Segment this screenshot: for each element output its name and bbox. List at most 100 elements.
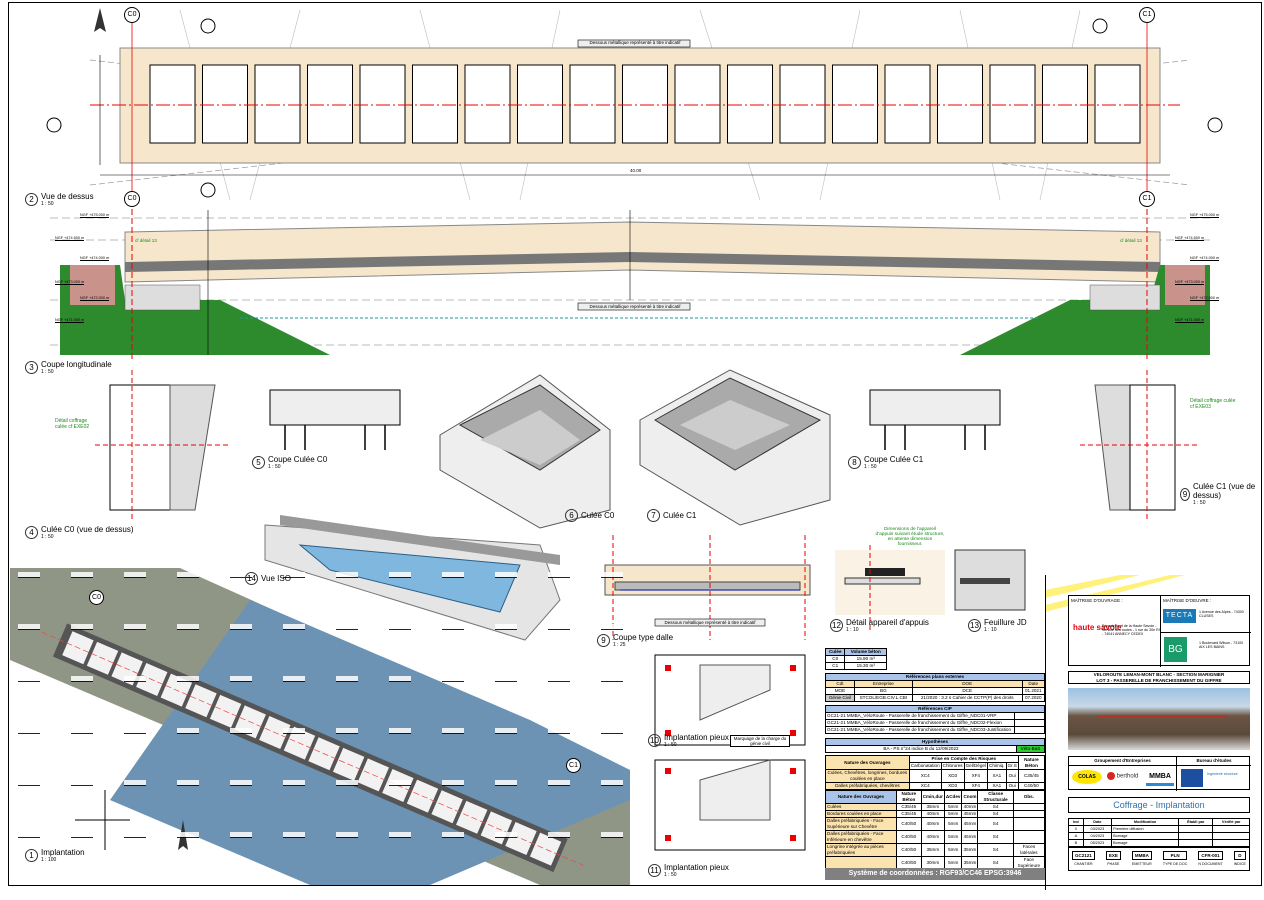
grid-coordinate-marker [230,780,252,786]
grid-coordinate-marker [71,728,93,734]
grid-coordinate-marker [495,676,517,682]
grid-coordinate-marker [177,624,199,630]
document-title: Coffrage - Implantation [1068,797,1250,813]
grid-coordinate-marker [442,572,464,578]
grid-coordinate-marker [283,832,305,838]
title-block: MAÎTRISE D'OUVRAGE : haute savoie Départ… [1045,575,1264,890]
grid-coordinate-marker [124,676,146,682]
appareil-note: Dimensions de l'appareil d'appuis suivan… [875,527,945,547]
grid-coordinate-marker [495,780,517,786]
cip-table: Références CIP GC21-21 MMBA_VéloRoute - … [825,705,1045,734]
top-note: Dessous métallique représenté à titre in… [589,40,681,45]
long-note: Dessous métallique représenté à titre in… [589,304,681,309]
top-view-drawing [46,8,1223,200]
grid-coordinate-marker [18,832,40,838]
level-marker: NGF +475.000 m [80,213,110,218]
grid-coordinate-marker [495,572,517,578]
deck-panel [254,64,301,144]
north-arrow-icon [94,8,106,32]
grid-coordinate-marker [442,728,464,734]
grid-coordinate-marker [442,832,464,838]
detail-right: cf détail 13 [1120,238,1142,243]
table-row: Culées, Chevêtres, longrines, bordures c… [825,769,1046,783]
grid-coordinate-marker [71,780,93,786]
river-iso [298,544,521,613]
deck-panel [202,64,248,144]
project-line-1: VELOROUTE LEMAN-MONT BLANC - SECTION MAR… [1093,672,1225,677]
level-marker: NGF +475.000 m [1190,213,1220,218]
deck-panel [412,64,458,144]
grid-coordinate-marker [389,624,411,630]
level-marker: NGF +473.000 m [1175,280,1205,285]
grid-coordinate-marker [283,676,305,682]
grid-coordinate-marker [336,572,358,578]
table-row: Dalles préfabriquées - Face Inférieure e… [825,830,1046,844]
deck-panel [464,64,511,144]
deck-panel [149,64,196,144]
axis-c0-impl: C0 [89,590,104,605]
deck-panel [674,64,721,144]
dalle-note: Dessous métallique représenté à titre in… [664,620,756,625]
grid-coordinate-marker [124,572,146,578]
grid-coordinate-marker [177,676,199,682]
owner-box: MAÎTRISE D'OUVRAGE : haute savoie Départ… [1068,595,1251,667]
embankment-right [960,265,1210,355]
grid-coordinate-marker [71,572,93,578]
grid-coordinate-marker [18,780,40,786]
dim-total: 40.00 [630,168,642,173]
level-marker: NGF +472.000 m [1190,296,1220,301]
grid-coordinate-marker [601,728,623,734]
c1-note: Détail coffrage culée cf EXE03 [1190,398,1236,410]
level-marker: NGF +472.000 m [80,296,110,301]
grid-coordinate-marker [124,832,146,838]
level-marker: NGF +471.000 m [1175,318,1205,323]
grid-coordinate-marker [177,832,199,838]
grid-coordinate-marker [71,676,93,682]
detail-left: cf détail 13 [135,238,157,243]
grid-coordinate-marker [336,676,358,682]
grid-coordinate-marker [548,624,570,630]
berthold-logo: berthold [1107,772,1138,780]
deck-panel [779,64,826,144]
haute-savoie-logo: haute savoie [1073,623,1122,632]
level-marker: NGF +474.000 m [1190,256,1220,261]
level-marker: NGF +471.000 m [55,318,85,323]
grid-coordinate-marker [442,780,464,786]
grid-coordinate-marker [389,728,411,734]
grid-coordinate-marker [548,676,570,682]
grid-coordinate-marker [336,780,358,786]
deck-panel [1042,64,1088,144]
grid-coordinate-marker [124,624,146,630]
grid-coordinate-marker [18,572,40,578]
grid-coordinate-marker [548,832,570,838]
grid-coordinate-marker [283,780,305,786]
grid-coordinate-marker [283,728,305,734]
axis-c0-long: C0 [124,191,140,207]
colas-logo: COLAS [1072,770,1102,784]
grid-coordinate-marker [18,728,40,734]
axis-c0-top: C0 [124,7,140,23]
grid-coordinate-marker [124,728,146,734]
grid-coordinate-marker [283,572,305,578]
grid-coordinate-marker [548,728,570,734]
axis-c1-impl: C1 [566,758,581,773]
level-marker: NGF +474.500 m [1175,236,1205,241]
axis-c1-long: C1 [1139,191,1155,207]
bg-address: 1 Boulevard Wilson - 73100 AIX LES BAINS [1199,641,1244,649]
